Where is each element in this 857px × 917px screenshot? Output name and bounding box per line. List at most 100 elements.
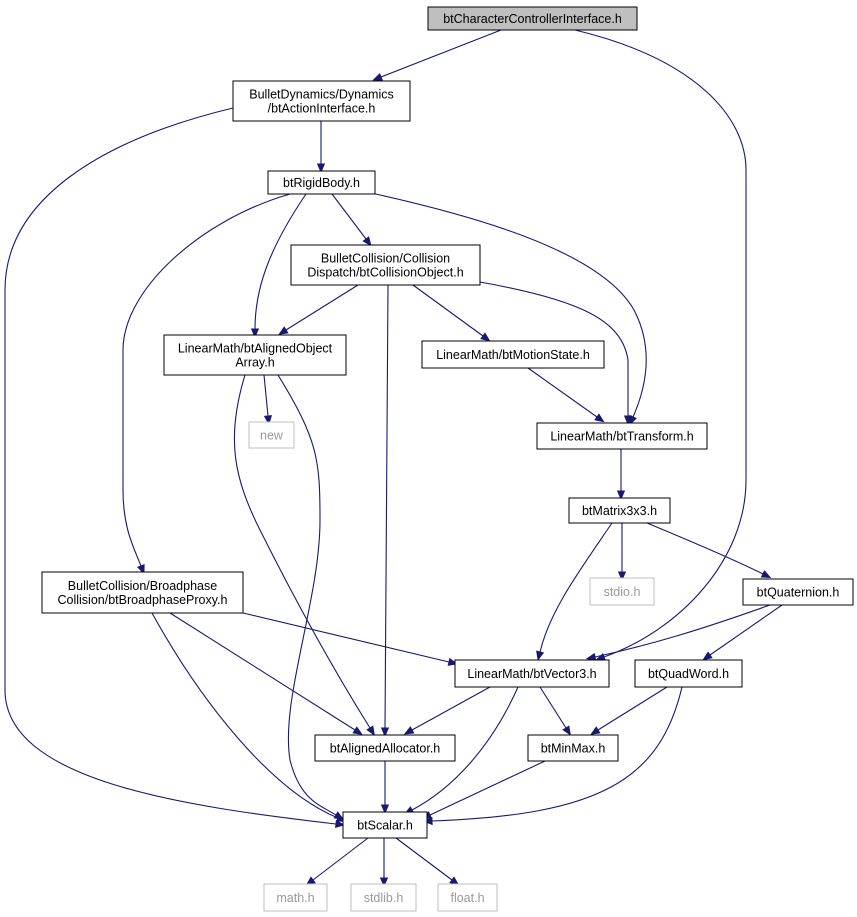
edge-line: [331, 193, 367, 240]
edge-arrowhead: [760, 570, 772, 579]
edge-line: [412, 284, 484, 337]
edge-arrowhead: [380, 804, 390, 815]
node-stdio: stdio.h: [589, 577, 655, 606]
node-scalar[interactable]: btScalar.h: [342, 811, 428, 839]
edge-arrowhead: [316, 163, 326, 174]
node-label: LinearMath/btVector3.h: [467, 667, 596, 681]
node-label: float.h: [450, 891, 484, 905]
node-rigid[interactable]: btRigidBody.h: [267, 170, 376, 195]
node-label: btAlignedAllocator.h: [330, 742, 441, 756]
node-minmax[interactable]: btMinMax.h: [527, 734, 619, 762]
node-colobj[interactable]: BulletCollision/CollisionDispatch/btColl…: [290, 244, 481, 286]
node-box: [41, 571, 244, 614]
node-box: [568, 497, 671, 524]
edge-line: [122, 193, 291, 567]
node-transform[interactable]: LinearMath/btTransform.h: [536, 422, 708, 450]
edge-rigid-to-bproxy: [122, 193, 291, 575]
node-box: [290, 244, 481, 286]
node-label: /btActionInterface.h: [268, 102, 376, 116]
edge-line: [574, 29, 747, 658]
node-action[interactable]: BulletDynamics/Dynamics/btActionInterfac…: [232, 80, 411, 122]
edge-allocator-to-scalar: [380, 761, 390, 815]
node-matrix[interactable]: btMatrix3x3.h: [568, 497, 671, 524]
edge-line: [370, 192, 647, 418]
edge-arrowhead: [403, 726, 415, 735]
edge-line: [429, 760, 546, 816]
node-allocator[interactable]: btAlignedAllocator.h: [314, 734, 456, 762]
nodes-layer: btCharacterControllerInterface.hBulletDy…: [41, 6, 854, 912]
edge-colobj-to-aligned_array: [278, 284, 359, 335]
node-quadword[interactable]: btQuadWord.h: [634, 659, 743, 688]
edge-bproxy-to-allocator: [169, 612, 363, 735]
node-label: BulletCollision/Broadphase: [68, 579, 217, 593]
edge-vector-to-minmax: [539, 686, 571, 736]
edge-transform-to-matrix: [616, 449, 626, 501]
node-vector[interactable]: LinearMath/btVector3.h: [454, 659, 610, 688]
edge-bproxy-to-vector: [242, 612, 459, 666]
node-box: [437, 883, 498, 912]
edge-arrowhead: [422, 816, 433, 826]
node-label: stdio.h: [604, 585, 641, 599]
node-label: btQuaternion.h: [757, 586, 840, 600]
edge-line: [709, 604, 783, 656]
node-label: math.h: [276, 891, 314, 905]
edge-arrowhead: [616, 490, 626, 501]
edge-quadword-to-minmax: [590, 686, 668, 735]
node-box: [527, 734, 619, 762]
edge-arrowhead: [380, 727, 390, 738]
node-bproxy[interactable]: BulletCollision/BroadphaseCollision/btBr…: [41, 571, 244, 614]
node-box: [263, 883, 328, 912]
node-root[interactable]: btCharacterControllerInterface.h: [427, 6, 638, 31]
edge-quadword-to-scalar: [422, 686, 683, 826]
edge-aligned_array-to-allocator: [233, 374, 375, 736]
edge-line: [384, 284, 389, 729]
edge-arrowhead: [250, 328, 260, 339]
edge-action-to-scalar: [4, 107, 346, 829]
edge-arrowhead: [617, 571, 627, 582]
edge-line: [594, 604, 771, 658]
edge-line: [380, 29, 502, 78]
edge-line: [242, 612, 450, 663]
edge-line: [4, 107, 337, 825]
edge-line: [233, 374, 371, 729]
edge-arrowhead: [352, 726, 363, 735]
edge-line: [597, 686, 668, 731]
node-label: btScalar.h: [357, 819, 413, 833]
edge-motion-to-transform: [527, 367, 605, 423]
node-label: LinearMath/btMotionState.h: [436, 348, 590, 362]
edge-arrowhead: [362, 236, 372, 247]
node-box: [248, 421, 295, 449]
edge-line: [254, 193, 307, 330]
edge-arrowhead: [366, 725, 375, 736]
node-box: [267, 170, 376, 195]
node-box: [589, 577, 655, 606]
edge-line: [479, 281, 629, 416]
edge-line: [169, 612, 356, 731]
node-quat[interactable]: btQuaternion.h: [742, 578, 854, 606]
edge-scalar-to-stdlib: [379, 838, 389, 888]
node-box: [536, 422, 708, 450]
node-box: [163, 334, 347, 376]
node-motion[interactable]: LinearMath/btMotionState.h: [421, 340, 605, 369]
edge-arrowhead: [594, 413, 605, 423]
edge-scalar-to-math: [305, 837, 369, 886]
edge-line: [285, 284, 359, 331]
node-box: [421, 340, 605, 369]
edge-line: [312, 837, 369, 881]
edge-arrowhead: [278, 326, 289, 335]
edge-minmax-to-scalar: [421, 760, 546, 819]
edge-arrowhead: [263, 415, 273, 426]
edge-line: [151, 612, 339, 819]
node-label: BulletCollision/Collision: [321, 252, 450, 266]
node-label: Collision/btBroadphaseProxy.h: [57, 593, 227, 607]
edge-line: [263, 374, 269, 417]
node-box: [427, 6, 638, 31]
node-label: new: [260, 429, 284, 443]
node-new: new: [248, 421, 295, 449]
node-label: btMinMax.h: [541, 742, 606, 756]
edge-aligned_array-to-new: [263, 374, 273, 426]
edge-arrowhead: [536, 650, 545, 662]
node-label: btQuadWord.h: [648, 667, 729, 681]
edge-arrowhead: [702, 651, 713, 661]
